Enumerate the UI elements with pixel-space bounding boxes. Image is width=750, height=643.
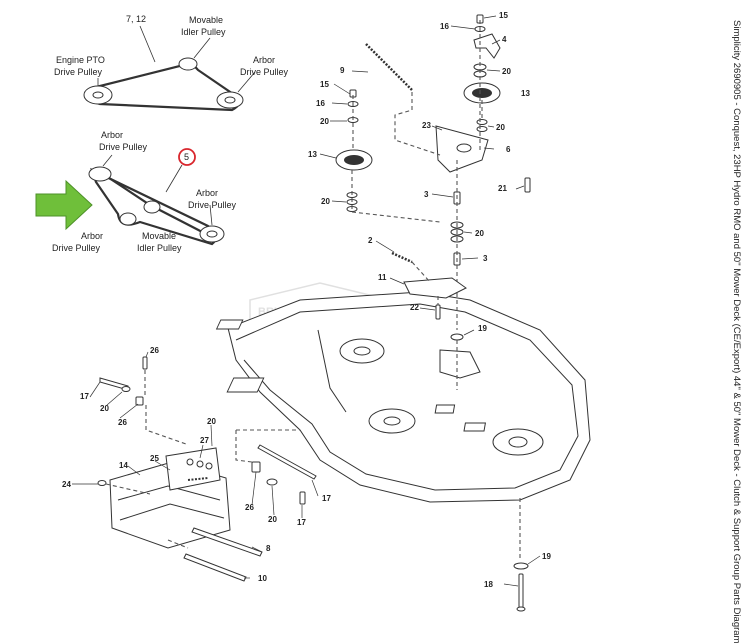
part-number-labels: 15 16 4 9 20 13 15 16 20 23 20 13 6 20 3… (62, 11, 551, 589)
part-25: 25 (150, 454, 159, 463)
label-engine-pto: Engine PTO (56, 55, 105, 65)
part-24: 24 (62, 480, 71, 489)
parts-diagram: 7, 12 Movable Idler Pulley Engine PTO Dr… (35, 11, 591, 612)
label-movable-2: Movable (142, 231, 176, 241)
part-2: 2 (368, 236, 373, 245)
part-19a: 19 (478, 324, 487, 333)
label-arbor-top-2: Drive Pulley (99, 142, 148, 152)
pin-10 (183, 553, 247, 582)
clutch-stack (435, 14, 531, 390)
part-15b: 15 (320, 80, 329, 89)
part-13b: 13 (308, 150, 317, 159)
support-bracket-group (97, 356, 317, 582)
pointer-arrow-icon (35, 179, 93, 231)
label-engine-drive-pulley: Drive Pulley (54, 67, 103, 77)
left-stack (335, 89, 441, 223)
part-26c: 26 (245, 503, 254, 512)
part-17c: 17 (297, 518, 306, 527)
mower-deck (215, 291, 591, 503)
spring-9 (365, 43, 441, 156)
bracket-11 (403, 277, 467, 299)
label-idler-pulley-1: Idler Pulley (181, 27, 226, 37)
part-17a: 17 (80, 392, 89, 401)
part-20d: 20 (321, 197, 330, 206)
part-16b: 16 (316, 99, 325, 108)
leader-lines (72, 15, 541, 587)
highlight-circle (178, 148, 196, 166)
bolt-22 (435, 304, 441, 320)
part-6: 6 (506, 145, 511, 154)
label-5: 5 (184, 152, 189, 162)
part-20e: 20 (475, 229, 484, 238)
bolt-21 (524, 177, 531, 193)
movable-idler-pulley-2 (143, 200, 161, 214)
part-20c: 20 (496, 123, 505, 132)
label-7-12: 7, 12 (126, 14, 146, 24)
part-20b: 20 (320, 117, 329, 126)
bottom-bolt-group (513, 498, 529, 612)
label-arbor-top-1: Arbor (101, 130, 123, 140)
label-movable-1: Movable (189, 15, 223, 25)
part-11: 11 (378, 273, 387, 282)
part-18: 18 (484, 580, 493, 589)
part-8: 8 (266, 544, 271, 553)
part-27: 27 (200, 436, 209, 445)
washer-19b (513, 562, 529, 570)
part-4: 4 (502, 35, 507, 44)
part-20a: 20 (502, 67, 511, 76)
washer-19a (450, 333, 464, 341)
part-16a: 16 (440, 22, 449, 31)
label-arbor-right-2: Drive Pulley (188, 200, 237, 210)
bolt-18 (518, 573, 524, 609)
part-20f: 20 (100, 404, 109, 413)
movable-idler-pulley (178, 57, 198, 71)
part-3b: 3 (483, 254, 488, 263)
part-20h: 20 (268, 515, 277, 524)
diagram-title: Simplicity 2690905 - Conquest, 23HP Hydr… (731, 20, 742, 643)
arbor-top-pulley (88, 166, 112, 182)
part-9: 9 (340, 66, 345, 75)
part-15a: 15 (499, 11, 508, 20)
part-20g: 20 (207, 417, 216, 426)
label-arbor-left-2: Drive Pulley (52, 243, 101, 253)
bracket-11-group (391, 251, 467, 320)
label-arbor-drive-pulley-1: Drive Pulley (240, 67, 289, 77)
part-19b: 19 (542, 552, 551, 561)
belt-diagram-engine: 7, 12 Movable Idler Pulley Engine PTO Dr… (54, 14, 289, 112)
label-arbor-1: Arbor (253, 55, 275, 65)
part-21: 21 (498, 184, 507, 193)
part-13a: 13 (521, 89, 530, 98)
part-3a: 3 (424, 190, 429, 199)
belt-diagram-deck: 5 Arbor Drive Pulley Arbor Drive Pulley … (52, 130, 237, 253)
part-23: 23 (422, 121, 431, 130)
part-14: 14 (119, 461, 128, 470)
part-17b: 17 (322, 494, 331, 503)
label-idler-pulley-2: Idler Pulley (137, 243, 182, 253)
part-26b: 26 (118, 418, 127, 427)
label-arbor-left-1: Arbor (81, 231, 103, 241)
arbor-left-pulley (119, 212, 137, 226)
part-22: 22 (410, 303, 419, 312)
bracket-4 (473, 33, 501, 59)
part-26a: 26 (150, 346, 159, 355)
pin-8 (191, 527, 263, 557)
label-arbor-right-1: Arbor (196, 188, 218, 198)
part-10: 10 (258, 574, 267, 583)
